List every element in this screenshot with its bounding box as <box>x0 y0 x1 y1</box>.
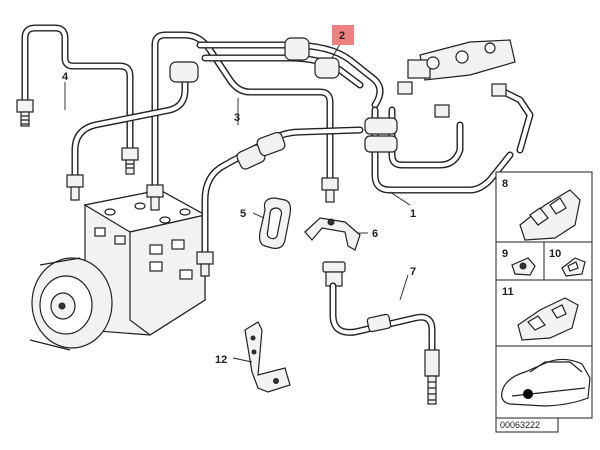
clip-10[interactable] <box>561 257 586 277</box>
callout-2-highlight <box>332 25 354 45</box>
clip-9[interactable] <box>511 257 536 276</box>
callout-6: 6 <box>372 228 378 240</box>
car-location-icon <box>501 358 591 407</box>
callout-7: 7 <box>410 266 416 278</box>
brake-pipe-bundle-2[interactable] <box>196 37 514 194</box>
clip-11[interactable] <box>517 297 579 341</box>
abs-hydraulic-unit[interactable] <box>29 189 207 351</box>
callout-8: 8 <box>502 178 508 190</box>
callout-lines <box>64 43 411 363</box>
bracket-12[interactable] <box>244 321 291 393</box>
clip-8[interactable] <box>519 189 581 241</box>
callout-9: 9 <box>502 248 508 260</box>
brake-pipe-3[interactable] <box>66 31 339 211</box>
small-parts-panel: 8 9 10 11 <box>495 171 593 433</box>
callout-5: 5 <box>240 208 246 220</box>
callout-labels: 4 3 2 5 6 1 7 12 <box>62 25 416 366</box>
callout-3: 3 <box>234 112 240 124</box>
bracket-5[interactable] <box>258 197 292 249</box>
catalog-number: 00063222 <box>500 420 540 430</box>
brake-distributor[interactable] <box>397 39 534 154</box>
callout-12: 12 <box>215 354 227 366</box>
brake-pipe-4[interactable] <box>16 24 139 175</box>
callout-2: 2 <box>339 30 345 42</box>
callout-11: 11 <box>502 286 514 298</box>
callout-4: 4 <box>62 71 69 83</box>
brake-hose-7[interactable] <box>322 261 440 405</box>
clamp-6[interactable] <box>304 217 361 251</box>
callout-1: 1 <box>410 208 416 220</box>
brake-pipe-front[interactable] <box>196 126 364 277</box>
callout-10: 10 <box>549 248 561 260</box>
